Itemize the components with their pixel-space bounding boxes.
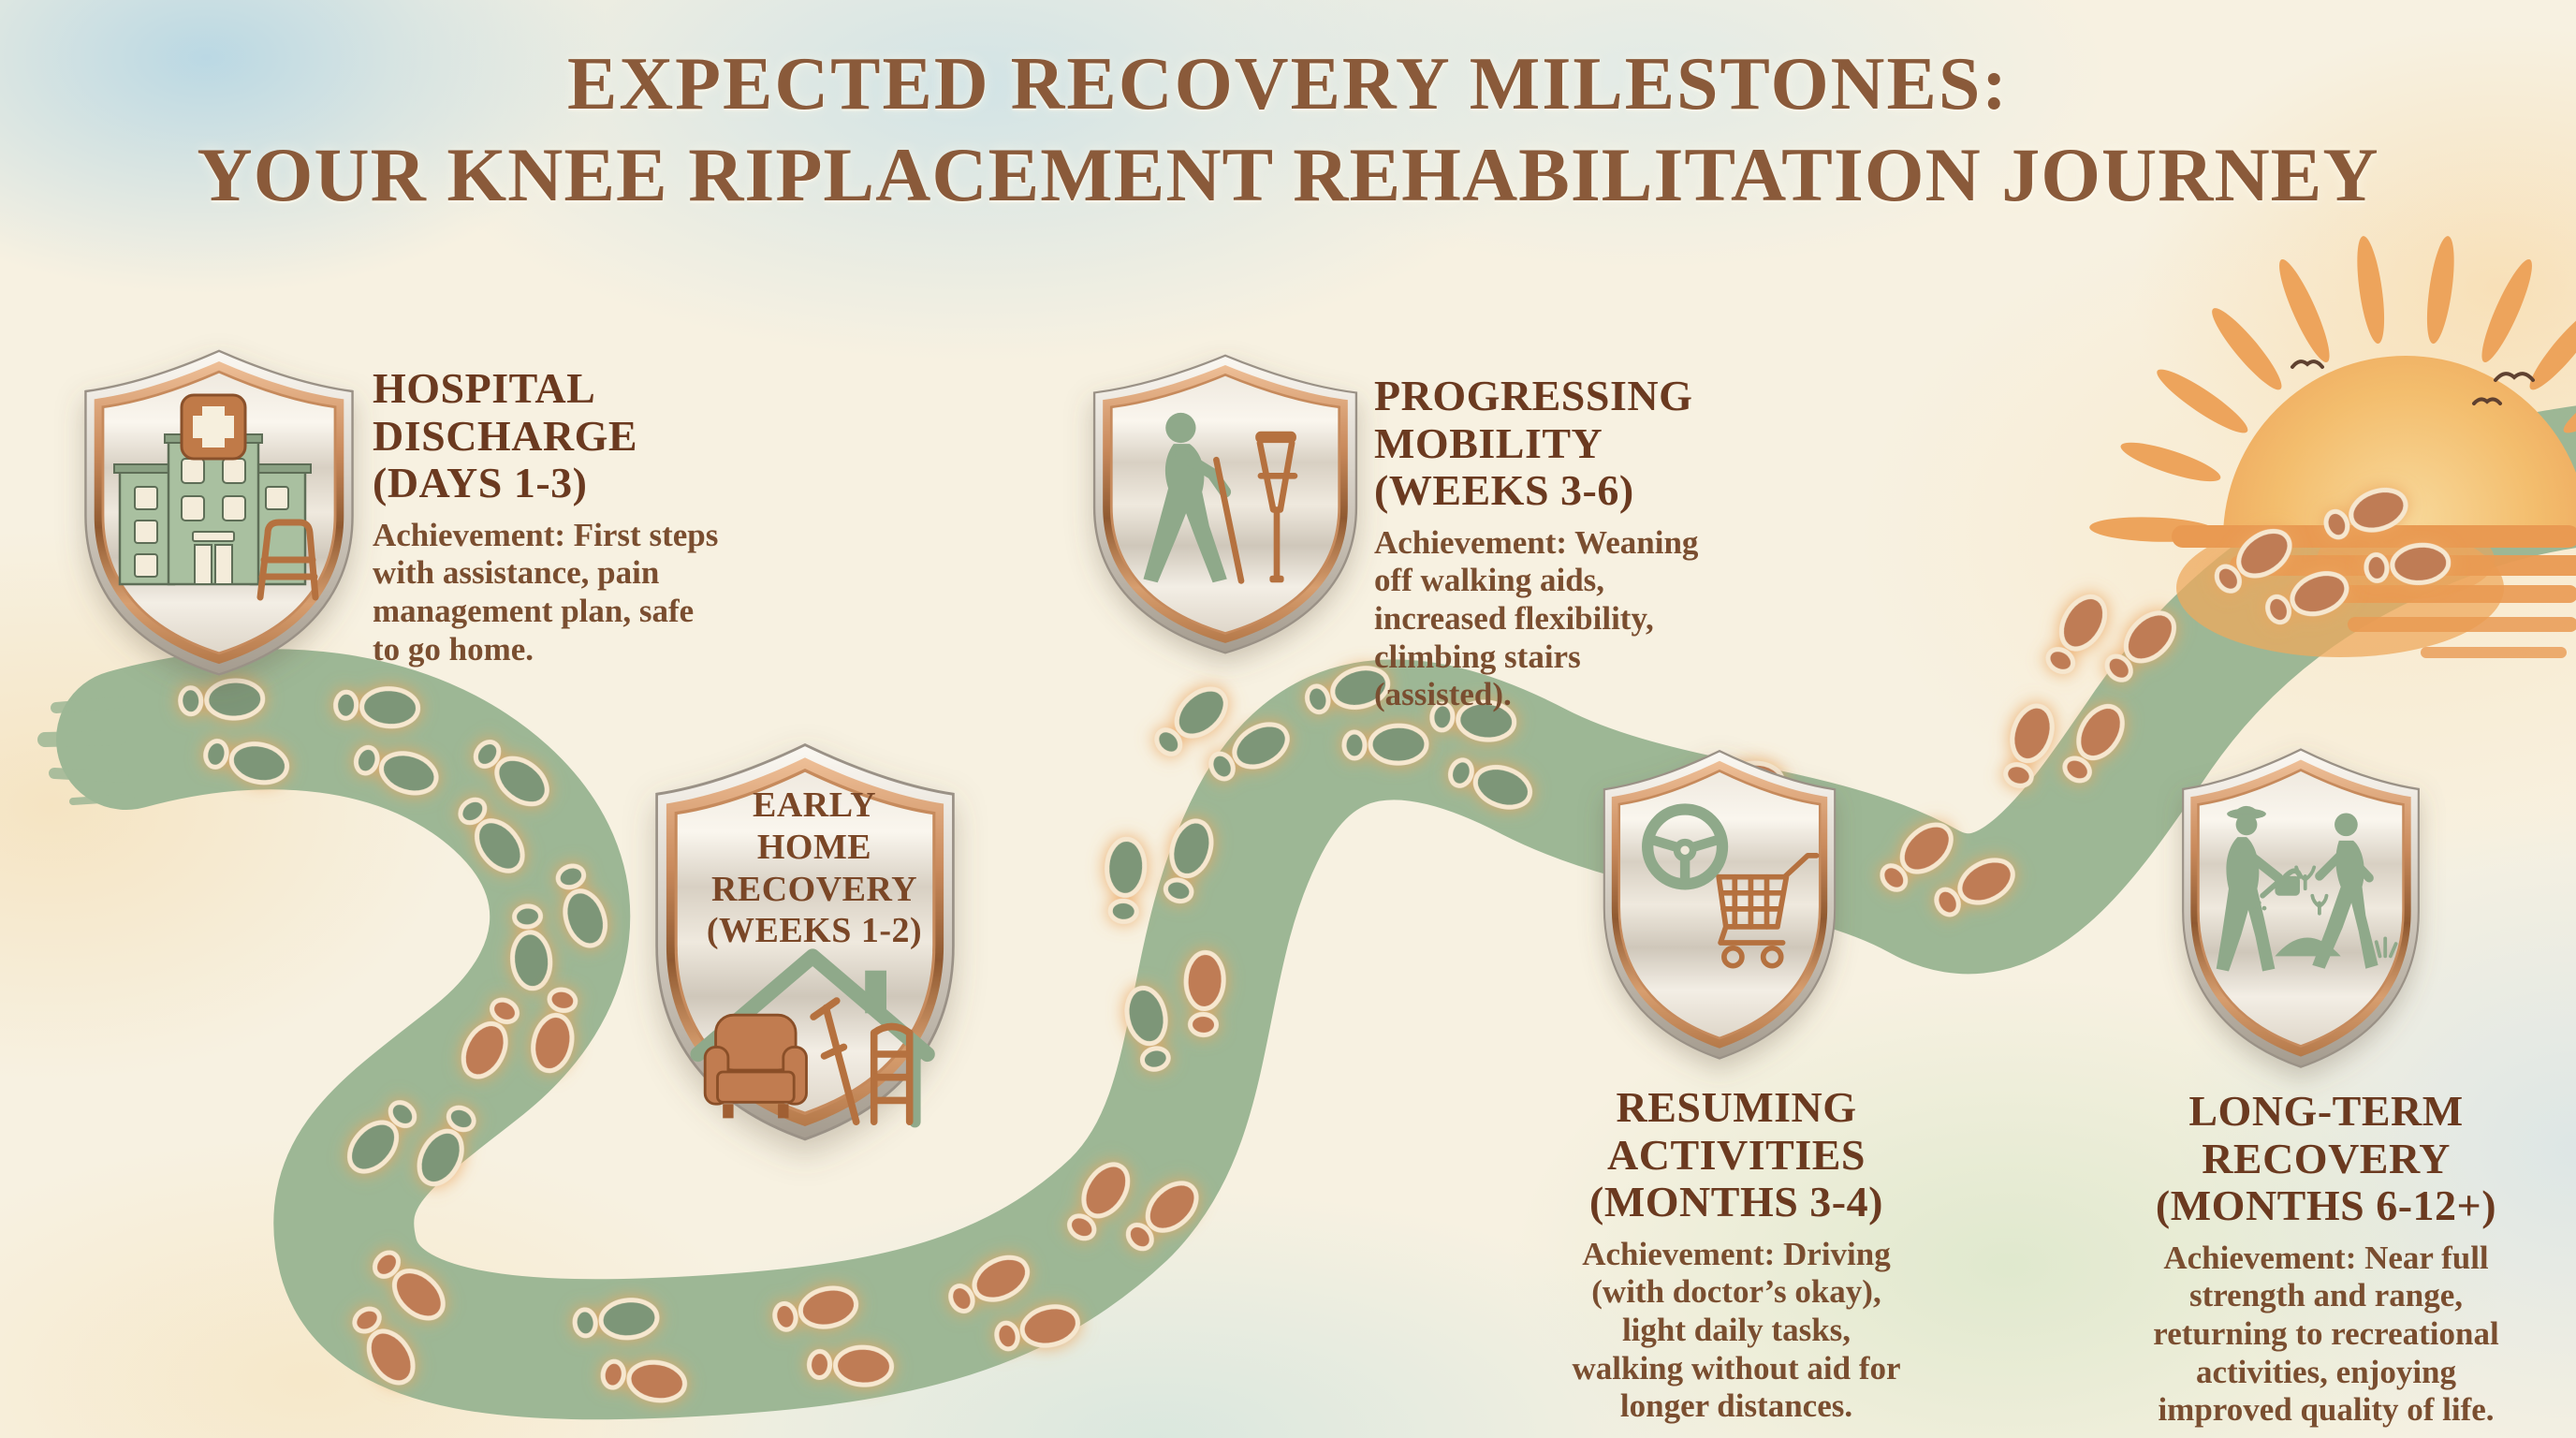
title-line-2: YOUR KNEE RIPLACEMENT REHABILITATION JOU… <box>197 132 2379 217</box>
milestone-long-term-recovery-text: LONG-TERM RECOVERY (MONTHS 6-12+) Achiev… <box>2076 1087 2576 1430</box>
hospital-building-with-walker-icon <box>113 393 319 601</box>
grass-tuft <box>2374 936 2398 959</box>
shopping-cart-icon <box>1716 853 1820 969</box>
house-armchair-crutch-icon <box>690 948 935 1128</box>
walking-figure <box>2312 813 2378 969</box>
milestone-description: Achievement: Near full strength and rang… <box>2153 1239 2499 1429</box>
crutch-icon <box>1213 456 1245 584</box>
milestone-description: Achievement: First steps with assistance… <box>373 516 719 668</box>
bird-icon <box>2494 372 2535 382</box>
gardener-figure <box>2216 805 2303 972</box>
steering-wheel-icon <box>1642 803 1729 890</box>
milestone-heading: RESUMING ACTIVITIES (MONTHS 3-4) <box>1589 1083 1883 1226</box>
rail-ladder-icon <box>870 1022 914 1126</box>
title-line-1: EXPECTED RECOVERY MILESTONES: <box>567 43 2009 125</box>
milestone-description: Achievement: Driving (with doctor’s okay… <box>1572 1235 1901 1425</box>
rising-sun-icon <box>2089 236 2576 658</box>
milestone-heading: PROGRESSING MOBILITY (WEEKS 3-6) <box>1374 372 1693 515</box>
milestone-description: Achievement: Weaning off walking aids, i… <box>1374 523 1699 713</box>
birds <box>2291 360 2535 405</box>
milestone-shield-resuming-activities <box>1603 749 1837 1060</box>
crutch-icon <box>1255 431 1298 583</box>
bird-icon <box>2472 397 2502 405</box>
steering-wheel-shopping-cart-icon <box>1642 803 1820 969</box>
walker-icon <box>256 519 319 601</box>
brush-stroke-start <box>37 697 135 805</box>
person-walking-with-crutches-icon <box>1143 412 1298 584</box>
gardening-and-walking-people-icon <box>2216 805 2398 972</box>
milestone-heading: HOSPITAL DISCHARGE (DAYS 1-3) <box>373 364 638 507</box>
crutch-icon <box>810 997 860 1126</box>
milestone-progressing-mobility-text: PROGRESSING MOBILITY (WEEKS 3-6) Achieve… <box>1374 372 1880 714</box>
milestone-heading: LONG-TERM RECOVERY (MONTHS 6-12+) <box>2155 1087 2497 1230</box>
milestone-hospital-discharge-text: HOSPITAL DISCHARGE (DAYS 1-3) Achievemen… <box>373 364 859 668</box>
milestone-early-home-recovery-label: EARLY HOME RECOVERY (WEEKS 1-2) <box>706 785 923 951</box>
sprout-icons <box>2294 865 2329 916</box>
page-title: EXPECTED RECOVERY MILESTONES: YOUR KNEE … <box>0 39 2576 221</box>
sun-rays <box>2089 236 2576 542</box>
armchair-icon <box>703 1013 808 1119</box>
bird-icon <box>2291 360 2324 369</box>
milestone-resuming-activities-text: RESUMING ACTIVITIES (MONTHS 3-4) Achieve… <box>1493 1083 1980 1426</box>
recovery-path <box>37 405 2576 1420</box>
medical-cross-icon <box>180 393 247 461</box>
milestone-shield-long-term-recovery <box>2181 747 2421 1069</box>
